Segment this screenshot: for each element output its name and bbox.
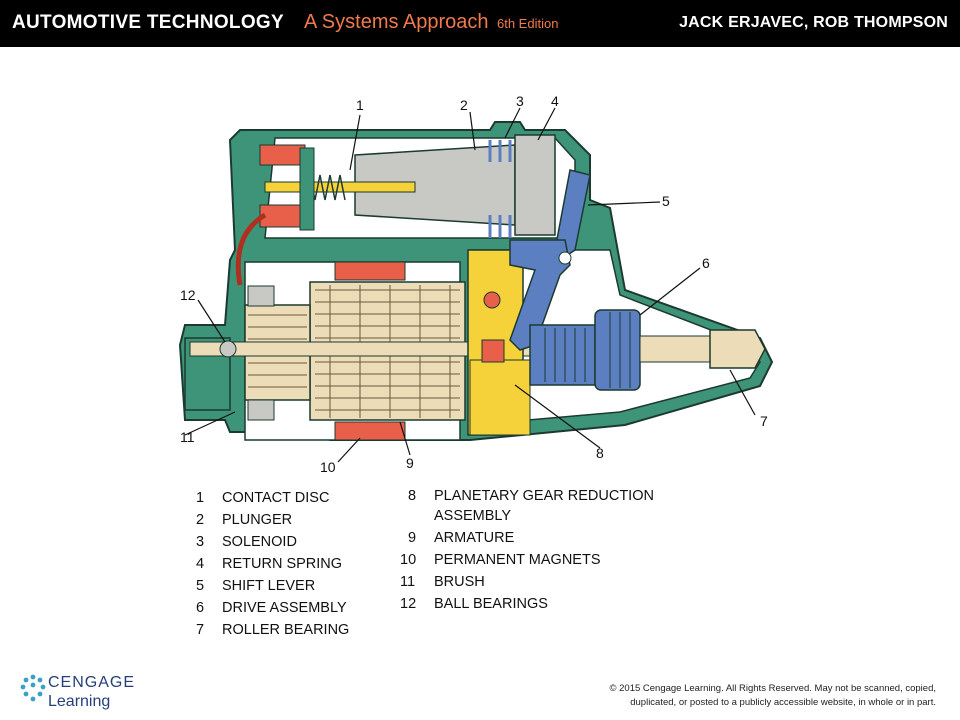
callout-1: 1: [356, 97, 364, 113]
legend-item: ASSEMBLY: [434, 508, 512, 524]
callout-4: 4: [551, 93, 559, 109]
plunger-rod: [264, 181, 416, 193]
brush-bottom: [247, 399, 275, 421]
book-authors: JACK ERJAVEC, ROB THOMPSON: [679, 14, 948, 31]
starter-motor-diagram: 1 2 3 4 5 6 7 8 9 10 11 12: [178, 93, 774, 475]
book-title: AUTOMOTIVE TECHNOLOGY: [12, 12, 284, 33]
terminal-bottom: [259, 204, 301, 228]
field-wire: [235, 212, 267, 286]
callout-8: 8: [596, 445, 604, 461]
callout-10: 10: [320, 459, 336, 475]
gear-teeth: [481, 339, 505, 363]
callout-11: 11: [180, 429, 195, 445]
brand-sub: Learning: [48, 693, 111, 710]
callout-9: 9: [406, 455, 414, 471]
gear-pin: [483, 291, 501, 309]
lever-pivot: [558, 251, 572, 265]
contact-disc: [299, 147, 315, 231]
brush-top: [247, 285, 275, 307]
drive-clutch: [529, 324, 596, 386]
magnet-top: [334, 261, 406, 281]
solenoid-plate: [514, 134, 556, 236]
book-edition: 6th Edition: [497, 16, 559, 31]
callout-12: 12: [180, 287, 196, 303]
roller-bearing: [709, 329, 766, 369]
callout-6: 6: [702, 255, 710, 271]
brand-name: CENGAGE: [48, 674, 136, 691]
gear-housing: [469, 359, 531, 436]
magnet-bottom: [334, 421, 406, 441]
header-bar: AUTOMOTIVE TECHNOLOGY A Systems Approach…: [0, 0, 960, 47]
drive-pinion: [594, 309, 641, 391]
terminal-top: [259, 144, 306, 166]
book-subtitle: A Systems Approach: [304, 11, 489, 33]
callout-2: 2: [460, 97, 468, 113]
callout-5: 5: [662, 193, 670, 209]
output-shaft: [639, 335, 711, 363]
cengage-logo-icon: [20, 674, 46, 702]
callout-7: 7: [760, 413, 768, 429]
ball-bearing: [219, 340, 237, 358]
copyright-notice: © 2015 Cengage Learning. All Rights Rese…: [609, 683, 936, 708]
callout-3: 3: [516, 93, 524, 109]
